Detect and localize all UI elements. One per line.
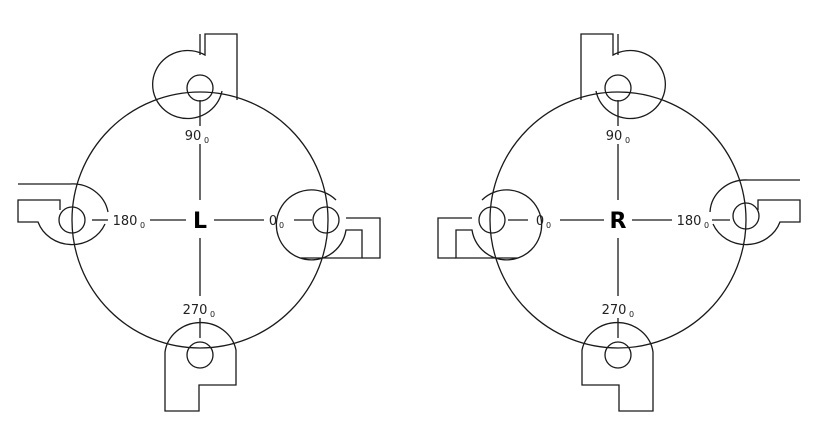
- fan-scroll-top-left: [151, 33, 238, 120]
- fan-scroll-top-right: [580, 33, 667, 120]
- svg-text:0: 0: [140, 221, 145, 230]
- svg-text:0: 0: [210, 310, 215, 319]
- fan-hub-bottom-right: [604, 341, 632, 369]
- svg-text:0: 0: [204, 136, 209, 145]
- svg-text:270: 270: [602, 303, 627, 318]
- angle-label-left-right: 0 0: [536, 214, 551, 230]
- svg-text:0: 0: [269, 214, 277, 229]
- svg-text:270: 270: [183, 303, 208, 318]
- fan-housing-top-right: [580, 33, 667, 120]
- fan-hub-left-right: [478, 206, 506, 234]
- svg-text:0: 0: [546, 221, 551, 230]
- fan-hub-bottom-left: [186, 341, 214, 369]
- angle-label-bottom-right: 270 0: [602, 303, 635, 319]
- fan-housing-right-right: [709, 179, 801, 246]
- fan-scroll-left-left: [17, 199, 106, 246]
- rotation-letter-left: L: [193, 209, 207, 234]
- svg-text:180: 180: [677, 214, 702, 229]
- fan-housing-bottom-right: [581, 321, 654, 412]
- angle-label-top-right: 90 0: [606, 129, 630, 145]
- svg-text:0: 0: [279, 221, 284, 230]
- svg-text:180: 180: [113, 214, 138, 229]
- angle-label-right-left: 0 0: [269, 214, 284, 230]
- diagram-right: R 90 0 180 0 270 0 0 0: [437, 33, 801, 412]
- fan-housing-right-left: [275, 189, 381, 261]
- fan-outlet-left-right: [437, 217, 472, 259]
- svg-text:0: 0: [704, 221, 709, 230]
- svg-text:90: 90: [185, 129, 202, 144]
- fan-hub-left-left: [58, 206, 86, 234]
- main-circle-right: [489, 91, 747, 349]
- angle-label-right-right: 180 0: [677, 214, 710, 230]
- fan-housing-top-left: [151, 33, 238, 120]
- svg-text:0: 0: [536, 214, 544, 229]
- fan-scroll-right-right: [712, 199, 801, 246]
- fan-housing-left-left: [17, 183, 109, 246]
- angle-label-top-left: 90 0: [185, 129, 209, 145]
- main-circle-left: [71, 91, 329, 349]
- fan-hub-right-left: [312, 206, 340, 234]
- diagram-left: L 90 0 0 0 270 0 180 0: [17, 33, 381, 412]
- angle-label-left-left: 180 0: [113, 214, 146, 230]
- fan-hub-top-left: [186, 74, 214, 102]
- svg-text:90: 90: [606, 129, 623, 144]
- rotation-letter-right: R: [610, 209, 627, 234]
- fan-scroll-bottom-left: [164, 321, 237, 412]
- fan-scroll-right-left: [275, 189, 363, 261]
- fan-scroll-bottom-right: [581, 321, 654, 412]
- angle-label-bottom-left: 270 0: [183, 303, 216, 319]
- fan-housing-bottom-left: [164, 321, 237, 412]
- fan-outlet-right-right: [709, 179, 800, 213]
- fan-housing-left-right: [437, 189, 543, 261]
- svg-text:0: 0: [625, 136, 630, 145]
- fan-hub-right-right: [732, 202, 760, 230]
- fan-hub-top-right: [604, 74, 632, 102]
- fan-outlet-left-left: [18, 183, 109, 213]
- svg-text:0: 0: [629, 310, 634, 319]
- fan-scroll-left-right: [455, 189, 543, 261]
- fan-outlet-right-left: [346, 217, 381, 259]
